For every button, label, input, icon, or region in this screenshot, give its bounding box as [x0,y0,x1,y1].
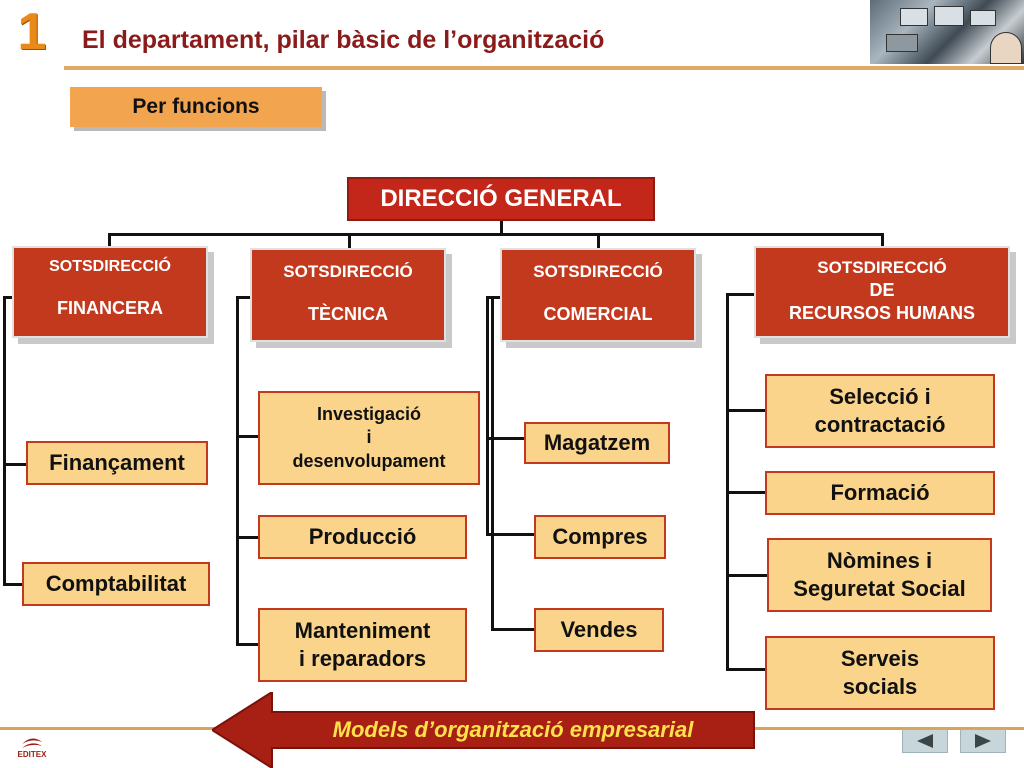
department-label: Producció [308,523,417,549]
subdirection-label: SOTSDIRECCIÓ [49,258,171,275]
page-title: El departament, pilar bàsic de l’organit… [82,26,605,54]
triangle-left-icon [917,734,933,748]
subdirection-label: RECURSOS HUMANS [788,303,975,323]
department-box: Comptabilitat [22,562,210,606]
subdirection-financera: SOTSDIRECCIÓ FINANCERA [12,246,208,338]
subdirection-label: SOTSDIRECCIÓ [533,262,663,281]
department-box: Producció [258,515,467,559]
prev-slide-button[interactable] [902,729,948,753]
department-label: Finançament [49,449,185,475]
department-label: socials [842,674,918,699]
department-label: Nòmines i [826,547,933,573]
department-label: contractació [814,412,946,437]
subdirection-tecnica: SOTSDIRECCIÓ TÈCNICA [250,248,446,342]
subdirection-label: COMERCIAL [543,304,653,324]
department-label: i reparadors [298,646,427,671]
department-box: Vendes [534,608,664,652]
direction-general-box: DIRECCIÓ GENERAL [347,177,655,221]
logo-text: EDITEX [17,750,47,759]
next-slide-button[interactable] [960,729,1006,753]
triangle-right-icon [975,734,991,748]
department-box: Selecció i contractació [765,374,995,448]
department-box: Manteniment i reparadors [258,608,467,682]
department-label: Formació [830,479,930,505]
department-label: desenvolupament [292,450,446,471]
subdirection-label: SOTSDIRECCIÓ [283,262,413,281]
department-label: Investigació [316,404,422,425]
department-label: Vendes [560,616,638,642]
department-box: Magatzem [524,422,670,464]
subdirection-rrhh: SOTSDIRECCIÓ DE RECURSOS HUMANS [754,246,1010,338]
back-arrow-link[interactable]: Models d’organització empresarial [212,692,760,768]
department-box: Compres [534,515,666,559]
back-link-text: Models d’organització empresarial [332,717,694,742]
chapter-number: 1 [17,3,47,61]
subdirection-label: TÈCNICA [308,304,388,324]
header-photo [870,0,1024,64]
department-label: Seguretat Social [793,576,966,601]
department-label: Magatzem [543,429,651,455]
subdirection-label [14,276,206,290]
department-label: Selecció i [829,383,931,409]
subdirection-label: DE [869,280,895,300]
left-arrow-icon [212,692,755,768]
department-box: Formació [765,471,995,515]
department-box: Serveis socials [765,636,995,710]
subdirection-label [502,282,694,296]
subdirection-comercial: SOTSDIRECCIÓ COMERCIAL [500,248,696,342]
header-divider [64,66,1024,70]
department-box: Finançament [26,441,208,485]
department-box: Nòmines i Seguretat Social [767,538,992,612]
department-label: Serveis [840,645,920,671]
subdirection-label: SOTSDIRECCIÓ [817,258,947,277]
department-label: Compres [552,523,648,549]
subdirection-label: FINANCERA [57,298,163,318]
editex-logo: EDITEX [12,736,52,764]
subdirection-label [252,282,444,296]
chapter-badge [0,0,64,64]
department-label: Comptabilitat [45,570,187,596]
department-label: Manteniment [294,617,431,643]
section-tag: Per funcions [70,87,322,127]
department-box: Investigació i desenvolupament [258,391,480,485]
department-label: i [366,427,372,448]
editex-logo-mark-icon [22,738,42,748]
